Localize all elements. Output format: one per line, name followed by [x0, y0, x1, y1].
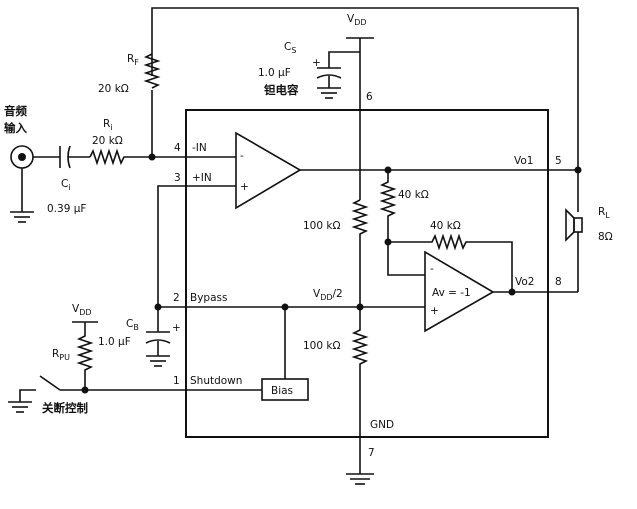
rf-name: RF [127, 53, 139, 67]
rpu-resistor [76, 322, 94, 390]
r100k-upper-value: 100 kΩ [303, 220, 340, 232]
ri-name: Ri [103, 118, 113, 132]
opamp1-minus: - [240, 150, 244, 162]
pin-4-number: 4 [174, 142, 181, 154]
cs-plate-bottom [316, 74, 342, 79]
opamp2-plus: + [430, 305, 439, 317]
pin-1-number: 1 [173, 375, 180, 387]
opamp-1 [235, 131, 302, 210]
ci-value: 0.39 μF [47, 203, 86, 215]
ri-resistor [89, 148, 186, 166]
r100k-upper [351, 199, 369, 307]
pin-3-number: 3 [174, 172, 181, 184]
r40k-feedback [388, 233, 513, 292]
ci-name: Ci [61, 178, 71, 192]
cs-value: 1.0 μF [258, 67, 291, 79]
cb-name: CB [126, 318, 139, 332]
r40k-input [379, 170, 397, 242]
opamp2-minus: - [430, 263, 434, 275]
rpu-name: RPU [52, 348, 70, 362]
pin-5-label: Vo1 [514, 155, 533, 167]
chip-body [185, 109, 549, 438]
inp-wire [157, 185, 236, 307]
rl-value: 8Ω [598, 231, 613, 243]
pin-2-label: Bypass [190, 292, 227, 304]
rl-name: RL [598, 206, 610, 220]
pin-8-number: 8 [555, 276, 562, 288]
pin-1-label: Shutdown [190, 375, 242, 387]
r40k-input-value: 40 kΩ [398, 189, 429, 201]
audio-input-label-1: 音频 [4, 104, 27, 118]
vdd-left-label: VDD [72, 303, 92, 317]
cb-value: 1.0 μF [98, 336, 131, 348]
pin-6-number: 6 [366, 91, 373, 103]
rf-value: 20 kΩ [98, 83, 129, 95]
cb-plus: + [172, 322, 181, 334]
opamp-2 [424, 250, 495, 333]
ri-value: 20 kΩ [92, 135, 123, 147]
r40k-feedback-value: 40 kΩ [430, 220, 461, 232]
cs-name: CS [284, 41, 296, 55]
cs-ground-icon [317, 87, 341, 99]
audio-input-label-2: 输入 [4, 121, 27, 135]
cb-plate-bottom [145, 339, 171, 344]
rf-resistor [143, 53, 161, 89]
audio-jack-icon [10, 145, 34, 223]
pin-5-number: 5 [555, 155, 562, 167]
bias-label: Bias [271, 385, 293, 397]
cb-ground-icon [146, 355, 170, 367]
gnd-ground-icon [346, 473, 374, 485]
r100k-lower-value: 100 kΩ [303, 340, 340, 352]
av-label: Av = -1 [432, 287, 471, 299]
cs-plus: + [312, 57, 321, 69]
speaker-icon [565, 208, 583, 242]
pin-8-label: Vo2 [515, 276, 534, 288]
pin-2-number: 2 [173, 292, 180, 304]
rf-junction [148, 153, 156, 161]
shutdown-control-label: 关断控制 [42, 401, 88, 415]
vdd-top-label: VDD [347, 13, 367, 27]
inv2-wire [387, 242, 425, 276]
vo2-node [508, 288, 516, 296]
gnd-label: GND [370, 419, 394, 431]
pin-4-label: -IN [192, 142, 207, 154]
top-feedback-wire [151, 7, 579, 169]
pin-7-number: 7 [368, 447, 375, 459]
pin-3-label: +IN [192, 172, 212, 184]
cs-top-wire [328, 51, 360, 68]
shutdown-switch-icon [8, 375, 85, 413]
cs-type: 钽电容 [264, 83, 299, 97]
opamp1-plus: + [240, 181, 249, 193]
r100k-lower [351, 307, 369, 437]
vdd-half-label: VDD/2 [313, 288, 343, 302]
